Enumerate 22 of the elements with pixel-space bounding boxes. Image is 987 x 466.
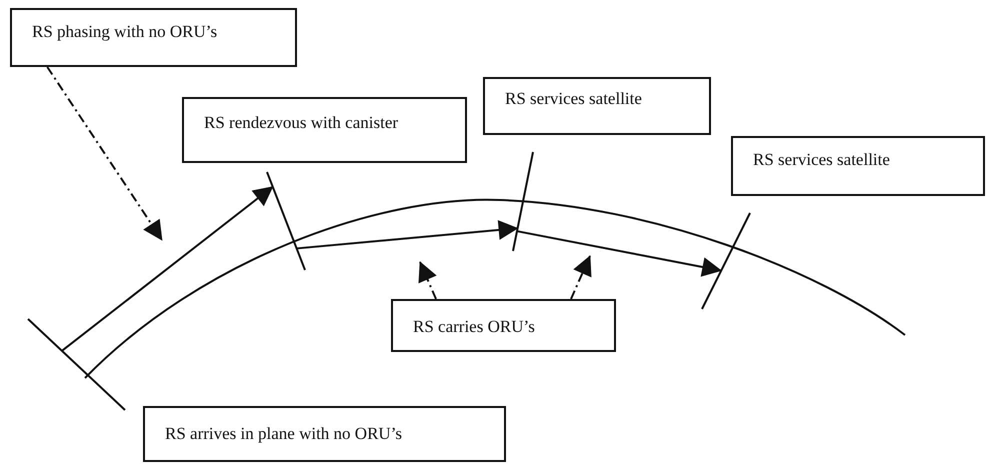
arrow <box>516 230 722 277</box>
text-box <box>391 299 616 352</box>
text-box <box>731 136 985 196</box>
arrow <box>46 66 163 241</box>
box-label: RS carries ORU’s <box>413 317 535 337</box>
box-label: RS arrives in plane with no ORU’s <box>165 424 402 444</box>
text-box <box>182 97 467 163</box>
box-label: RS services satellite <box>753 150 890 170</box>
box-label: RS rendezvous with canister <box>204 113 398 133</box>
tick-mark <box>513 152 533 251</box>
tick-mark <box>28 319 125 410</box>
box-label: RS services satellite <box>505 89 642 109</box>
arrow <box>418 261 437 300</box>
text-box <box>10 8 297 67</box>
box-label: RS phasing with no ORU’s <box>32 22 218 42</box>
text-box <box>483 77 711 135</box>
arrow <box>296 220 518 250</box>
tick-mark <box>267 172 305 270</box>
arrow <box>61 186 274 352</box>
arrow <box>570 255 592 300</box>
tick-mark <box>702 213 750 309</box>
text-box <box>143 406 506 462</box>
